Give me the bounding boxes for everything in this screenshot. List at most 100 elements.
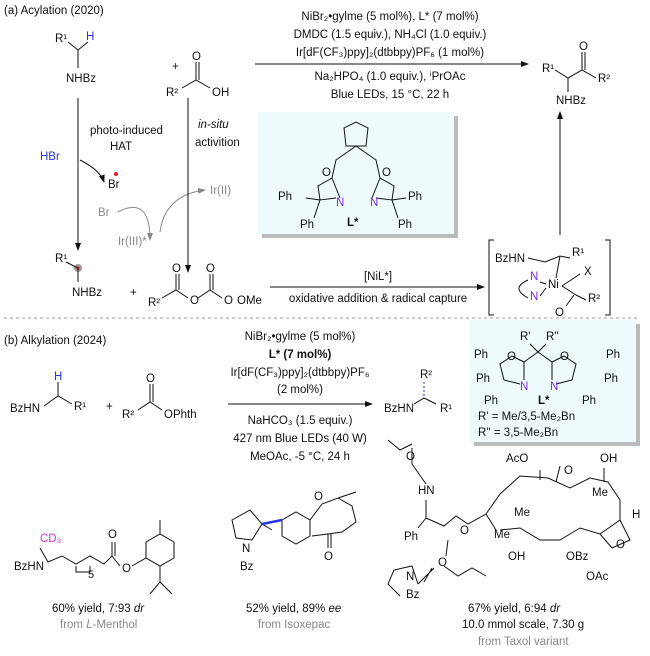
r2-label: R² [598, 73, 610, 85]
r2-label: R² [122, 409, 134, 421]
bzhn-label: BzHN [384, 403, 414, 415]
r2-label: R² [148, 297, 160, 309]
activation-label: activition [195, 137, 240, 149]
r2-label: R² [166, 87, 178, 99]
activation-label: in-situ [198, 119, 229, 131]
bz-label: Bz [406, 589, 420, 601]
source-label: from Isoxepac [258, 619, 330, 631]
o-label: O [146, 373, 155, 385]
yield-text: 52% yield, 89% ee [246, 603, 341, 615]
substrate-amine: R¹ H NHBz [55, 31, 96, 85]
n-label: N [520, 381, 528, 393]
n-label: N [550, 381, 558, 393]
n-label: N [530, 291, 538, 303]
condition-line: Na₂HPO₄ (1.0 equiv.), ⁱPrOAc [315, 70, 466, 83]
r1-label: R¹ [74, 401, 86, 413]
scale-label: 10.0 mmol scale, 7.30 g [462, 619, 584, 631]
ir3-label: Ir(III)* [118, 236, 147, 248]
condition-line: Blue LEDs, 15 °C, 22 h [331, 89, 449, 101]
plus-sign: + [106, 401, 113, 413]
me-label: Me [514, 507, 530, 519]
product-b: BzHN R² R¹ [384, 369, 452, 415]
me-label: Me [592, 487, 608, 499]
ph-label: Ph [300, 219, 314, 231]
ligand-label: L* [347, 217, 359, 229]
r2-label: R² [588, 293, 600, 305]
n-label: N [406, 571, 414, 583]
condition-line: DMDC (1.5 equiv.), NH₄Cl (1.0 equiv.) [294, 29, 487, 41]
o-label: O [192, 51, 201, 63]
step-label: oxidative addition & radical capture [289, 293, 467, 305]
ligand-box-b: R' R'' O O N N Ph Ph Ph Ph Ph Ph L* R' =… [470, 320, 640, 446]
condition-line: NiBr₂•gylme (5 mol%) [245, 331, 356, 343]
n-label: N [370, 197, 378, 209]
ligand-box-bg [470, 320, 636, 442]
o-label: O [108, 529, 117, 541]
ph-label: Ph [604, 373, 618, 385]
nhbz-label: NHBz [66, 73, 96, 85]
o-label: O [190, 295, 199, 307]
ni-label: Ni [548, 279, 559, 291]
oh-label: OH [508, 551, 525, 563]
ophth-label: OPhth [164, 409, 197, 421]
hat-label: photo-induced [90, 125, 163, 137]
o-label: O [438, 557, 447, 569]
oh-label: OH [212, 87, 229, 99]
h-label: H [54, 371, 62, 383]
bzhn-label: BzHN [14, 561, 44, 573]
r1-label: R¹ [55, 253, 67, 265]
yield-text: 60% yield, 7:93 dr [52, 603, 145, 615]
ph-label: Ph [278, 191, 292, 203]
o-label: O [314, 491, 323, 503]
n-label: N [336, 197, 344, 209]
me-label: Me [494, 529, 510, 541]
o-label: O [555, 307, 564, 319]
ph-label: Ph [484, 395, 498, 407]
o-label: O [172, 263, 181, 275]
o-label: O [322, 167, 331, 179]
section-a-title: (a) Acylation (2020) [4, 5, 104, 17]
condition-line: Ir[dF(CF₃)ppy]₂(dtbbpy)PF₆ [230, 367, 369, 379]
o-label: O [206, 263, 215, 275]
yield-text: 67% yield, 6:94 dr [468, 603, 561, 615]
r-double-prime-label: R'' [546, 331, 559, 343]
example-menthol: CD₃ BzHN 5 O O 60% yield, 7:93 dr from L… [14, 520, 175, 631]
source-label: from L-Menthol [60, 619, 137, 631]
ph-label: Ph [404, 531, 418, 543]
r1-label: R¹ [440, 403, 452, 415]
oh-label: OH [600, 453, 617, 465]
br-radical-label: Br [108, 179, 120, 191]
ph-label: Ph [476, 373, 490, 385]
o-label: O [460, 525, 469, 537]
o-label: O [224, 295, 233, 307]
o-label: O [616, 539, 625, 551]
o-label: O [406, 451, 415, 463]
substrate-acid: R² O OH [166, 51, 229, 99]
hbr-label: HBr [40, 151, 60, 163]
radical-dot [114, 172, 118, 176]
nickel-complex: BzHN R¹ X Ni N N R² O [488, 239, 611, 319]
h-label: H [86, 31, 94, 43]
r1-label: R¹ [572, 247, 584, 259]
n-label: N [530, 271, 538, 283]
r1-label: R¹ [542, 63, 554, 75]
ph-label: Ph [582, 395, 596, 407]
mechanism: HBr photo-induced HAT Br Br Ir(II) Ir(II… [40, 98, 611, 319]
product-ketone: R¹ O R² NHBz [542, 41, 610, 107]
nhbz-label: NHBz [72, 287, 102, 299]
r-prime-label: R' [520, 331, 531, 343]
r-double-prime-definition: R'' = 3,5-Me₂Bn [478, 427, 558, 439]
plus-sign: + [172, 61, 179, 73]
o-label: O [122, 563, 131, 575]
aco-label: AcO [506, 453, 528, 465]
hn-label: HN [418, 485, 435, 497]
substrate-amine-b: BzHN H R¹ [10, 371, 86, 415]
br-label: Br [98, 207, 110, 219]
section-b-title: (b) Alkylation (2024) [4, 335, 106, 347]
x-label: X [584, 266, 592, 278]
example-taxol: AcO OH O O HN Ph Me Me Me H OH OBz OAc O… [387, 439, 640, 648]
r2-label: R² [420, 369, 432, 381]
catalyst-label: [NiL*] [364, 271, 392, 283]
ph-label: Ph [398, 219, 412, 231]
substrate-ester-b: R² O OPhth [122, 373, 197, 421]
